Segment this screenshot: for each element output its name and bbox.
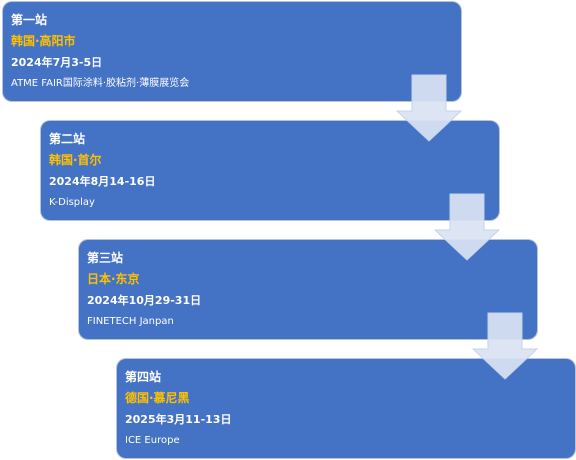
stop-3-box: 第三站 日本·东京 2024年10月29-31日 FINETECH Janpan (79, 240, 537, 339)
stop-2-label: 第二站 (49, 132, 86, 146)
down-arrow-icon (433, 193, 501, 261)
stop-2-event: K-Display (49, 197, 95, 208)
stop-1-city: 韩国·高阳市 (11, 34, 76, 48)
stop-4-date: 2025年3月11-13日 (125, 413, 232, 426)
stop-4-city: 德国·慕尼黑 (125, 391, 190, 405)
down-arrow-icon (395, 74, 463, 142)
down-arrow-icon (471, 312, 539, 380)
stop-2-box: 第二站 韩国·首尔 2024年8月14-16日 K-Display (41, 121, 499, 220)
stop-1-label: 第一站 (11, 13, 48, 27)
stop-3-label: 第三站 (87, 251, 124, 265)
stop-3-city: 日本·东京 (87, 272, 140, 286)
stop-4-event: ICE Europe (125, 435, 180, 446)
stop-2-city: 韩国·首尔 (49, 153, 102, 167)
stop-4-box: 第四站 德国·慕尼黑 2025年3月11-13日 ICE Europe (117, 359, 575, 458)
stop-1-event: ATME FAIR国际涂料·胶粘剂·薄膜展览会 (11, 78, 190, 89)
stop-3-event: FINETECH Janpan (87, 316, 174, 327)
stop-2-date: 2024年8月14-16日 (49, 175, 156, 188)
stop-3-date: 2024年10月29-31日 (87, 294, 202, 307)
stop-1-box: 第一站 韩国·高阳市 2024年7月3-5日 ATME FAIR国际涂料·胶粘剂… (3, 2, 461, 101)
stop-4-label: 第四站 (125, 370, 162, 384)
stop-1-date: 2024年7月3-5日 (11, 56, 103, 69)
